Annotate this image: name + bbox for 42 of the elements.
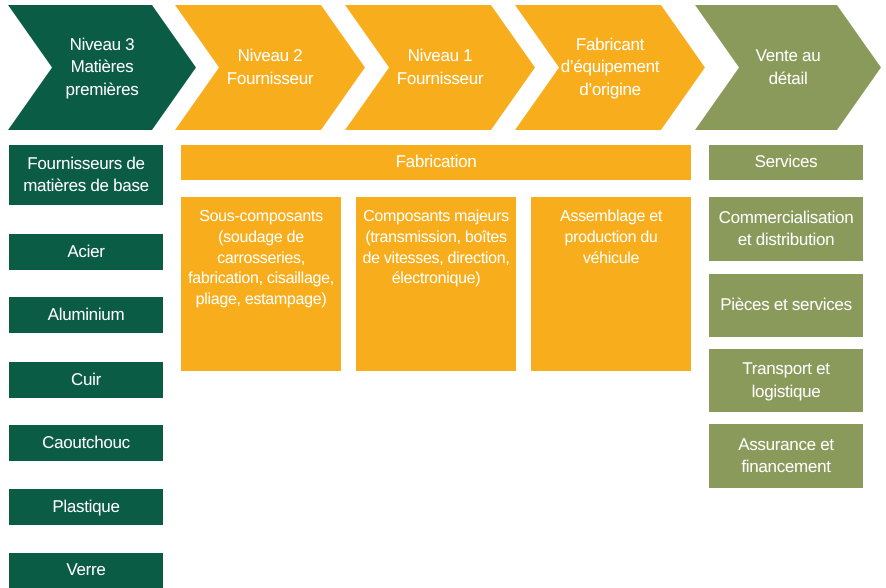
node-label: Sous-composants (soudage de carrosseries, fabrication, cisaillage, pliage, estampage) <box>187 207 335 310</box>
category-box <box>9 234 163 270</box>
category-box <box>9 297 163 333</box>
category-box <box>9 489 163 525</box>
node-label: Caoutchouc <box>42 432 130 454</box>
node-label: Niveau 2 Fournisseur <box>226 45 314 90</box>
node-label: Niveau 1 Fournisseur <box>396 45 484 90</box>
node-label: Pièces et services <box>720 294 852 316</box>
node-label: Fabricant d’équipement d’origine <box>560 34 660 101</box>
category-box <box>9 145 163 205</box>
chevron-stage <box>515 5 705 130</box>
process-box <box>181 197 341 371</box>
category-box <box>709 349 863 412</box>
process-box <box>356 197 516 371</box>
category-box <box>9 553 163 588</box>
category-box <box>709 424 863 488</box>
node-label: Commercialisation et distribution <box>718 206 854 251</box>
node-label: Assurance et financement <box>737 434 835 478</box>
category-box <box>9 425 163 461</box>
category-box <box>709 197 863 261</box>
node-label: Plastique <box>52 496 120 518</box>
node-label: Services <box>754 151 818 174</box>
node-label: Niveau 3 Matières premières <box>64 34 140 101</box>
chevron-stage <box>345 5 535 130</box>
category-box <box>709 145 863 180</box>
node-label: Vente au détail <box>754 45 822 90</box>
node-label: Acier <box>67 240 105 263</box>
node-label: Aluminium <box>48 304 124 326</box>
node-label: Composants majeurs (transmission, boîtes de vitesses, direction, électronique) <box>362 207 510 290</box>
node-label: Fabrication <box>396 151 476 174</box>
process-box <box>531 197 691 371</box>
chevron-stage <box>175 5 365 130</box>
node-label: Assemblage et production du véhicule <box>559 207 664 269</box>
category-box <box>181 145 691 180</box>
chevron-stage <box>8 5 196 130</box>
node-label: Cuir <box>71 368 101 391</box>
node-label: Verre <box>66 559 106 582</box>
chevron-stage <box>695 5 881 130</box>
category-box <box>9 362 163 398</box>
node-label: Transport et logistique <box>741 358 831 402</box>
category-box <box>709 274 863 337</box>
node-label: Fournisseurs de matières de base <box>22 152 150 197</box>
